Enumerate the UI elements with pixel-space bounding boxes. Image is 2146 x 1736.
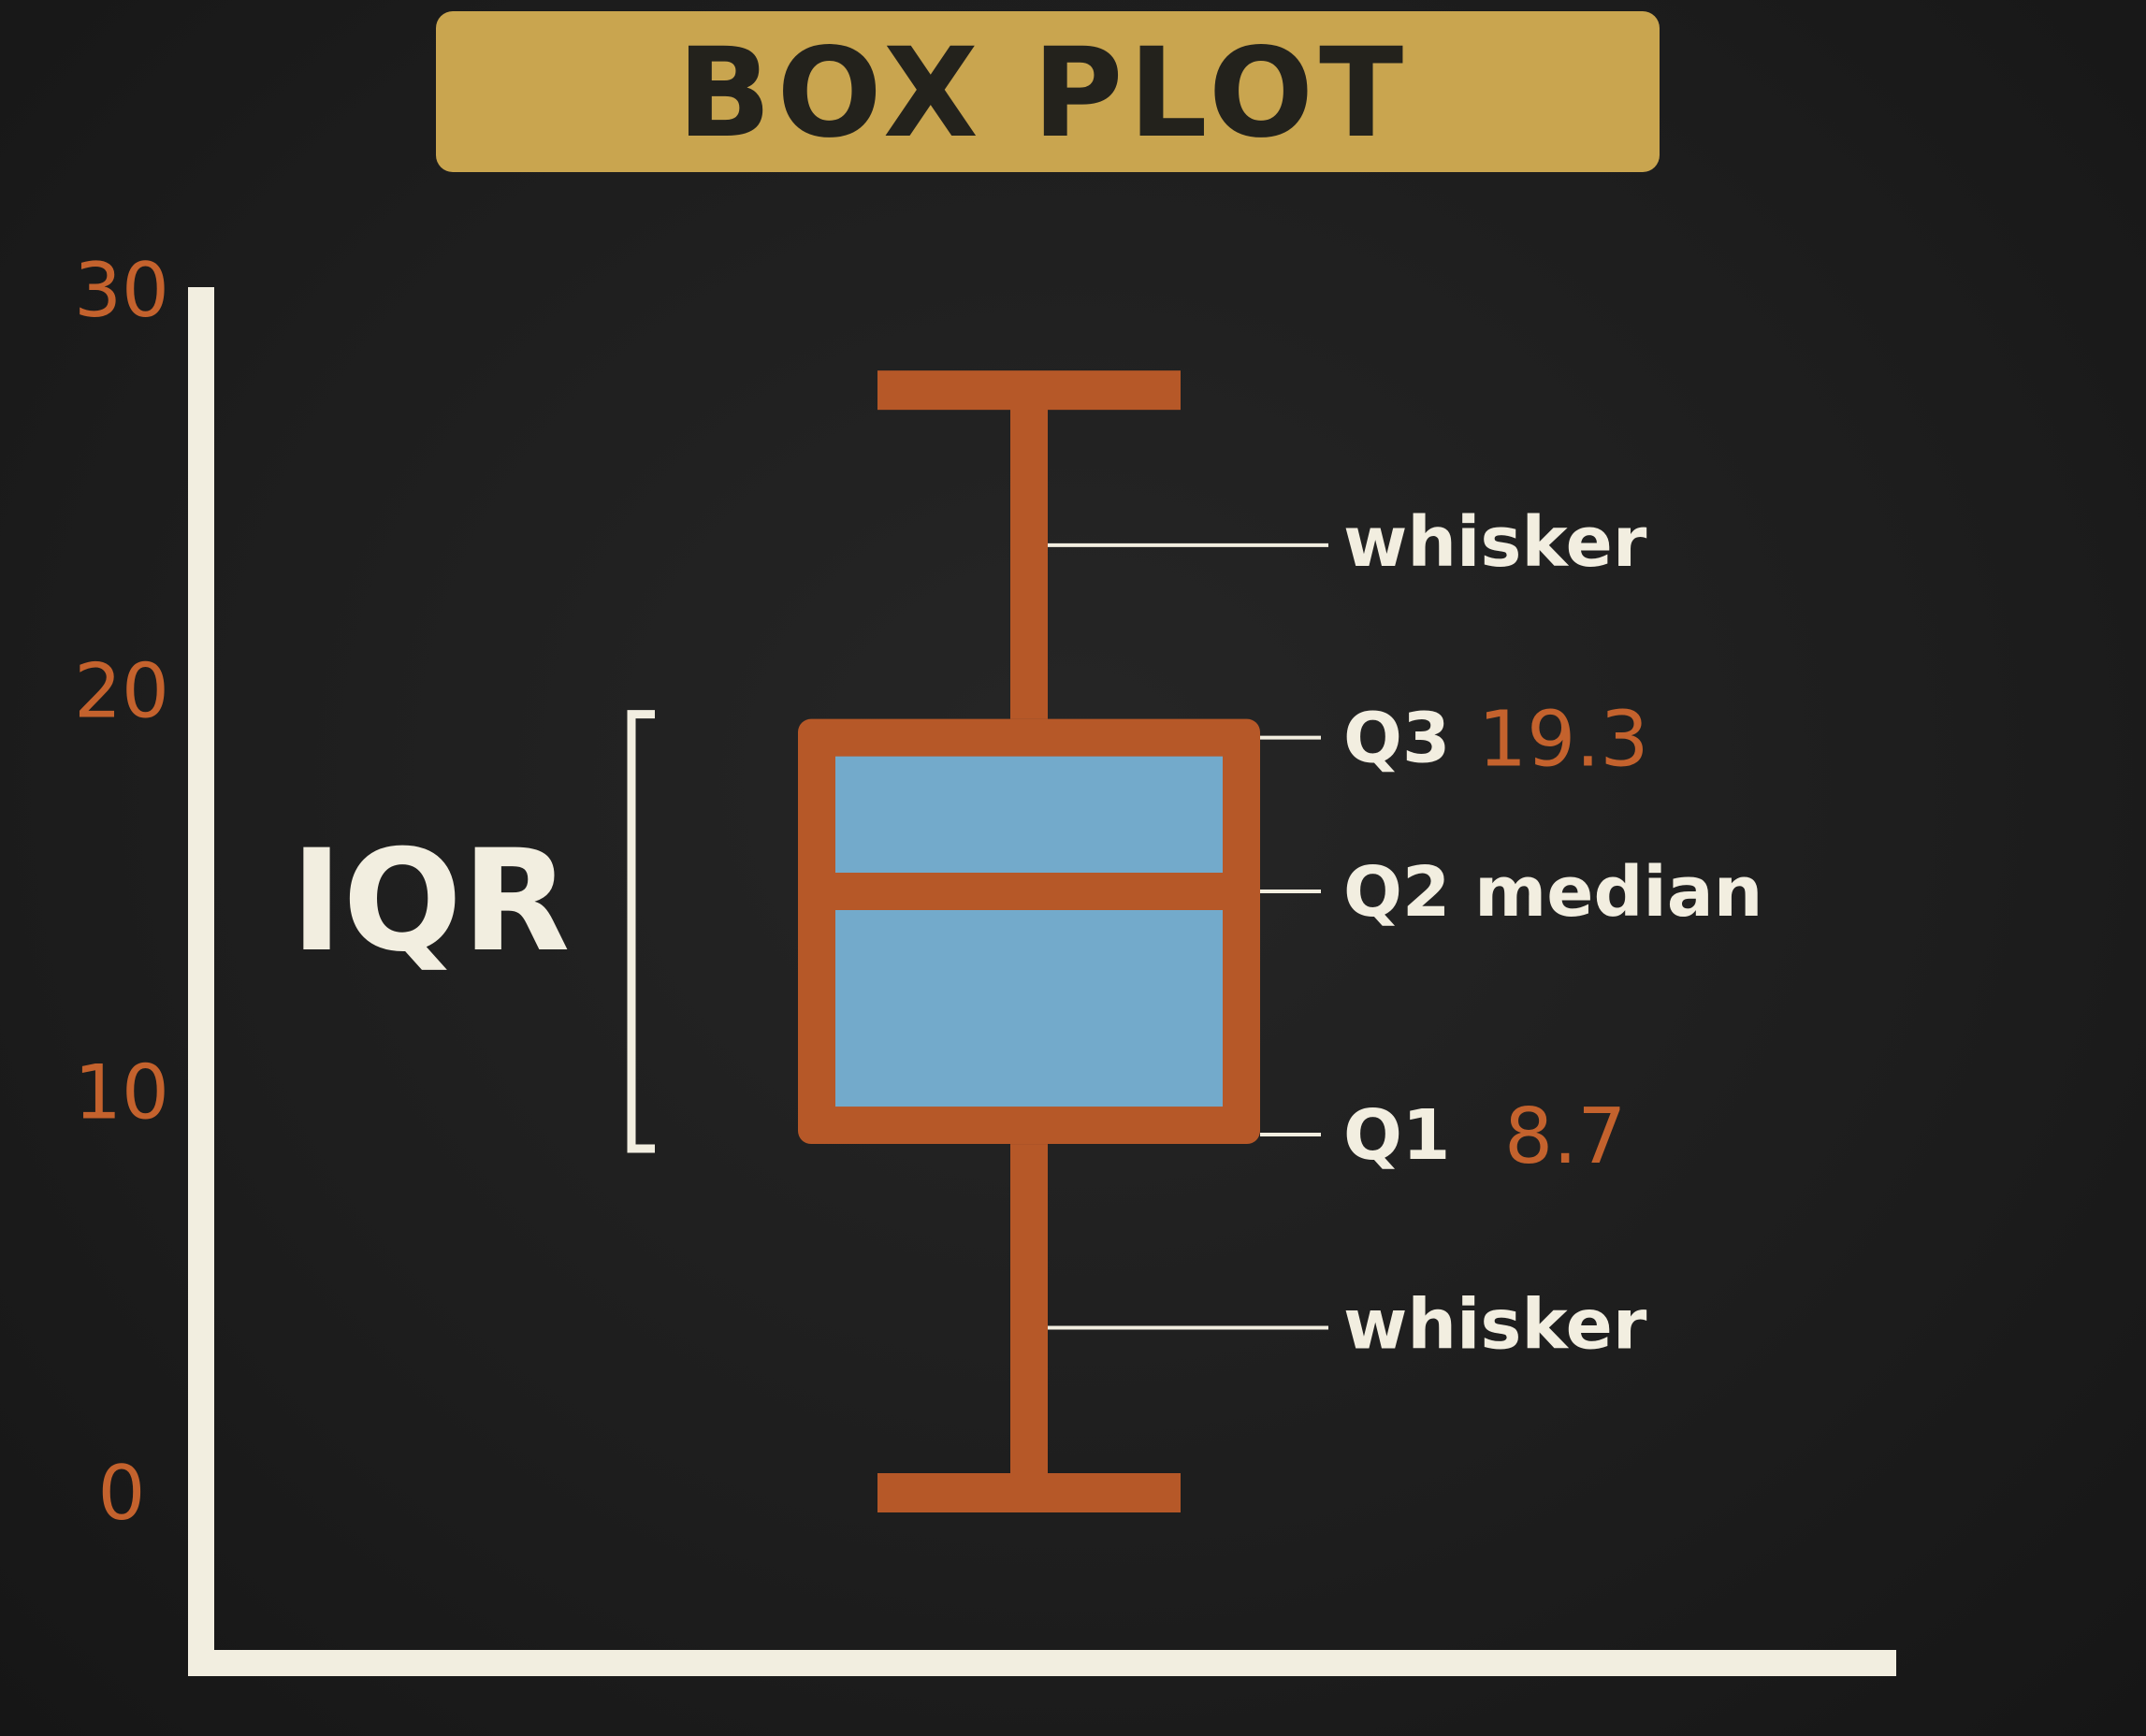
y-tick-label: 10 xyxy=(74,1049,169,1136)
upper-whisker-label: whisker xyxy=(1343,502,1647,583)
y-tick-label: 20 xyxy=(74,648,169,735)
iqr-box-upper-fill xyxy=(835,756,1223,873)
lower-whisker-stem xyxy=(1010,1144,1048,1493)
iqr-box-lower-fill xyxy=(835,910,1223,1107)
y-tick-label: 30 xyxy=(74,247,169,334)
y-tick-label: 0 xyxy=(98,1450,146,1537)
q3-value: 19.3 xyxy=(1478,696,1649,785)
title-banner: BOX PLOT xyxy=(436,11,1660,172)
upper-whisker-cap xyxy=(877,370,1181,411)
iqr-bracket xyxy=(627,710,655,1153)
lower-whisker-cap xyxy=(877,1473,1181,1512)
lower-whisker-label: whisker xyxy=(1343,1285,1647,1366)
annotations: whisker Q3 19.3 Q2 median Q1 8.7 whisker… xyxy=(291,502,1763,1366)
title-background xyxy=(436,11,1660,172)
median-label: Q2 median xyxy=(1343,852,1762,933)
iqr-label: IQR xyxy=(291,820,571,983)
y-axis-line xyxy=(188,287,214,1676)
axes xyxy=(188,287,1896,1676)
q1-value: 8.7 xyxy=(1504,1092,1626,1181)
q1-label: Q1 xyxy=(1343,1095,1450,1176)
q3-label: Q3 xyxy=(1343,699,1450,779)
y-tick-labels: 0 10 20 30 xyxy=(74,247,169,1537)
chart-title: BOX PLOT xyxy=(677,22,1409,166)
box-plot-marks xyxy=(798,370,1260,1512)
upper-whisker-stem xyxy=(1010,390,1048,719)
x-axis-line xyxy=(188,1650,1896,1676)
